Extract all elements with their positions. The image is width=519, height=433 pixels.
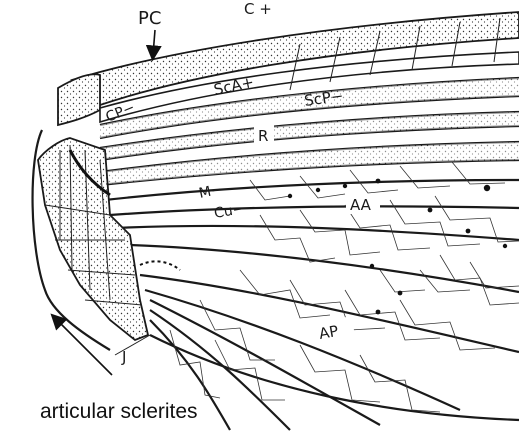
label-m: M−: [198, 181, 225, 202]
label-j: J: [121, 348, 126, 366]
label-c: C +: [244, 0, 272, 18]
label-aa: AA: [350, 196, 372, 214]
pc-arrow: [153, 30, 155, 55]
label-sca: ScA+: [212, 73, 255, 99]
caption-articular-sclerites: articular sclerites: [40, 400, 198, 423]
label-pc: PC: [138, 8, 161, 29]
label-ap: AP: [318, 322, 340, 343]
label-r: R: [258, 127, 268, 145]
vein-dots: [288, 179, 507, 315]
label-cu: Cu−: [213, 201, 246, 222]
